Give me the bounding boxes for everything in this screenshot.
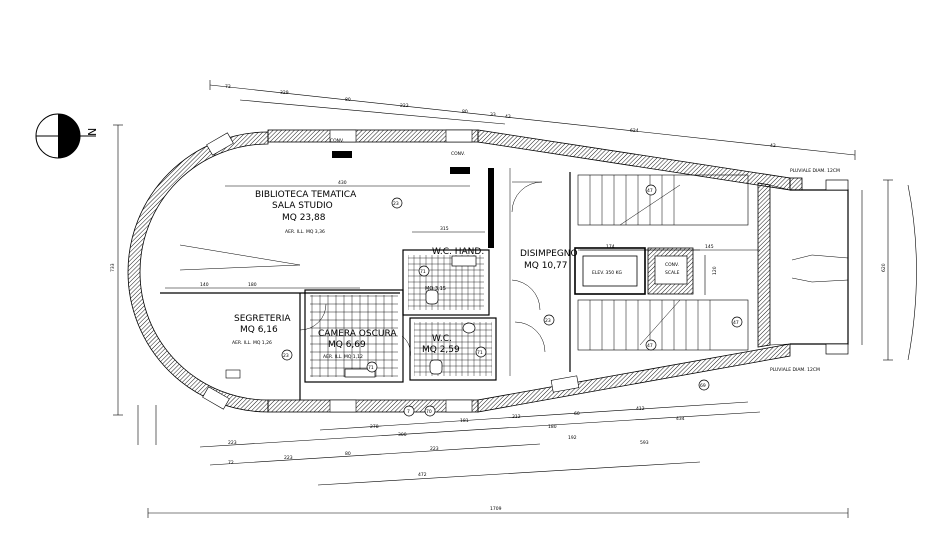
doors	[299, 181, 546, 359]
dim-top-8: 624	[630, 128, 639, 134]
dim-bottom-14: 192	[568, 435, 577, 441]
tag-bottom-7: 7	[407, 409, 410, 415]
conv-scale-label-2: SCALE	[665, 270, 680, 276]
wc-hand-area: MQ 3,15	[425, 286, 446, 292]
dim-top-4: 223	[400, 103, 409, 109]
biblioteca-aer: AER. ILL. MQ 3,36	[285, 229, 325, 235]
tag-bottom-70: 70	[426, 409, 432, 415]
conv-label-1: CONV.	[330, 138, 344, 144]
pluviale-top-label: PLUVIALE DIAM. 12CM	[790, 168, 840, 174]
dim-180: 180	[248, 282, 257, 288]
dim-bottom-7: 300	[398, 432, 407, 438]
dim-315: 315	[440, 226, 449, 232]
wc-name: W.C.	[432, 334, 452, 344]
room-camera-oscura: CAMERA OSCURA MQ 6,69 AER. ILL. MQ 1,12 …	[318, 329, 397, 373]
pluviale-bottom-label: PLUVIALE DIAM. 12CM	[770, 367, 820, 373]
north-arrow-icon: N	[35, 113, 99, 159]
north-label: N	[86, 128, 99, 136]
dim-bottom-11: 223	[284, 455, 293, 461]
room-segreteria: SEGRETERIA MQ 6,16 AER. ILL. MQ 1,26 23	[232, 314, 293, 361]
wc-hand-tag: 71	[420, 269, 426, 275]
dim-bottom-15: 472	[418, 472, 427, 478]
dim-bottom-10: 72	[228, 460, 234, 466]
dim-top-9: 43	[770, 143, 776, 149]
wc-hand-name: W.C. HAND.	[432, 247, 484, 257]
convectors: CONV. CONV.	[330, 138, 470, 174]
conv-scale-label-1: CONV.	[665, 262, 679, 268]
inner-dimensions: 430 140 180 315 174 145 120	[165, 180, 718, 295]
dim-bottom-13: 223	[430, 446, 439, 452]
exterior-dimensions: 73 329 80 223 80 33 43 624 43 278 181 31…	[110, 80, 917, 518]
dim-bottom-5: 412	[636, 406, 645, 412]
camera-oscura-name: CAMERA OSCURA	[318, 329, 397, 339]
material-tags: 47 47 47 69 7 70	[403, 184, 743, 417]
disimpegno-area: MQ 10,77	[524, 261, 567, 271]
dim-bottom-3: 312	[512, 414, 521, 420]
conv-label-2: CONV.	[451, 151, 465, 157]
segreteria-area: MQ 6,16	[240, 325, 278, 335]
dim-top-1: 73	[225, 84, 231, 90]
room-biblioteca: BIBLIOTECA TEMATICA SALA STUDIO MQ 23,88…	[255, 190, 403, 235]
dim-top-6: 33	[490, 112, 496, 118]
disimpegno-tag: 23	[545, 318, 551, 324]
terrace: PLUVIALE DIAM. 12CM PLUVIALE DIAM. 12CM	[769, 168, 849, 373]
segreteria-aer: AER. ILL. MQ 1,26	[232, 340, 272, 346]
camera-oscura-aer: AER. ILL. MQ 1,12	[323, 354, 363, 360]
camera-oscura-tiles	[310, 295, 398, 377]
dim-145: 145	[705, 244, 714, 250]
dim-140: 140	[200, 282, 209, 288]
disimpegno-name: DISIMPEGNO	[520, 249, 578, 259]
biblioteca-area: MQ 23,88	[282, 213, 326, 223]
biblioteca-name1: BIBLIOTECA TEMATICA	[255, 190, 357, 200]
elevator: ELEV. 350 KG CONV. SCALE	[574, 247, 694, 295]
dim-bottom-8: 180	[548, 424, 557, 430]
dim-left-height: 733	[110, 263, 116, 272]
camera-oscura-area: MQ 6,69	[328, 340, 366, 350]
room-wc: W.C. MQ 2,59 71	[422, 334, 487, 358]
segreteria-name: SEGRETERIA	[234, 314, 291, 324]
elev-label: ELEV. 350 KG	[592, 270, 623, 276]
room-disimpegno: DISIMPEGNO MQ 10,77 23	[520, 249, 578, 326]
dim-bottom-12: 80	[345, 451, 351, 457]
biblioteca-tag: 23	[393, 201, 399, 207]
wc-tag: 71	[477, 350, 483, 356]
tag-terrace: 69	[700, 383, 706, 389]
tag-stair-bottom: 47	[647, 343, 653, 349]
room-wc-handicap: W.C. HAND. MQ 3,15 71	[418, 247, 484, 292]
dim-top-3: 80	[345, 97, 351, 103]
interior-walls	[160, 168, 571, 400]
dim-bottom-6: 223	[228, 440, 237, 446]
biblioteca-name2: SALA STUDIO	[272, 201, 333, 211]
dim-bottom-16: 593	[640, 440, 649, 446]
tag-stair-right: 47	[733, 320, 739, 326]
dim-bottom-4: 60	[574, 411, 580, 417]
dim-top-5: 80	[462, 109, 468, 115]
dim-bottom-2: 181	[460, 418, 469, 424]
dim-bottom-1: 278	[370, 424, 379, 430]
dim-430: 430	[338, 180, 347, 186]
segreteria-tag: 23	[283, 353, 289, 359]
dim-120: 120	[712, 266, 718, 275]
dim-top-2: 329	[280, 90, 289, 96]
dim-overall-width: 1709	[490, 506, 502, 512]
dim-bottom-9: 434	[676, 416, 685, 422]
wc-area: MQ 2,59	[422, 345, 460, 355]
dim-right-height: 620	[881, 263, 887, 272]
tag-stair-top: 47	[647, 188, 653, 194]
camera-oscura-tag: 71	[368, 365, 374, 371]
staircase	[577, 174, 760, 351]
fixtures	[344, 255, 477, 378]
dim-top-7: 43	[505, 114, 511, 120]
dim-174: 174	[606, 244, 615, 250]
